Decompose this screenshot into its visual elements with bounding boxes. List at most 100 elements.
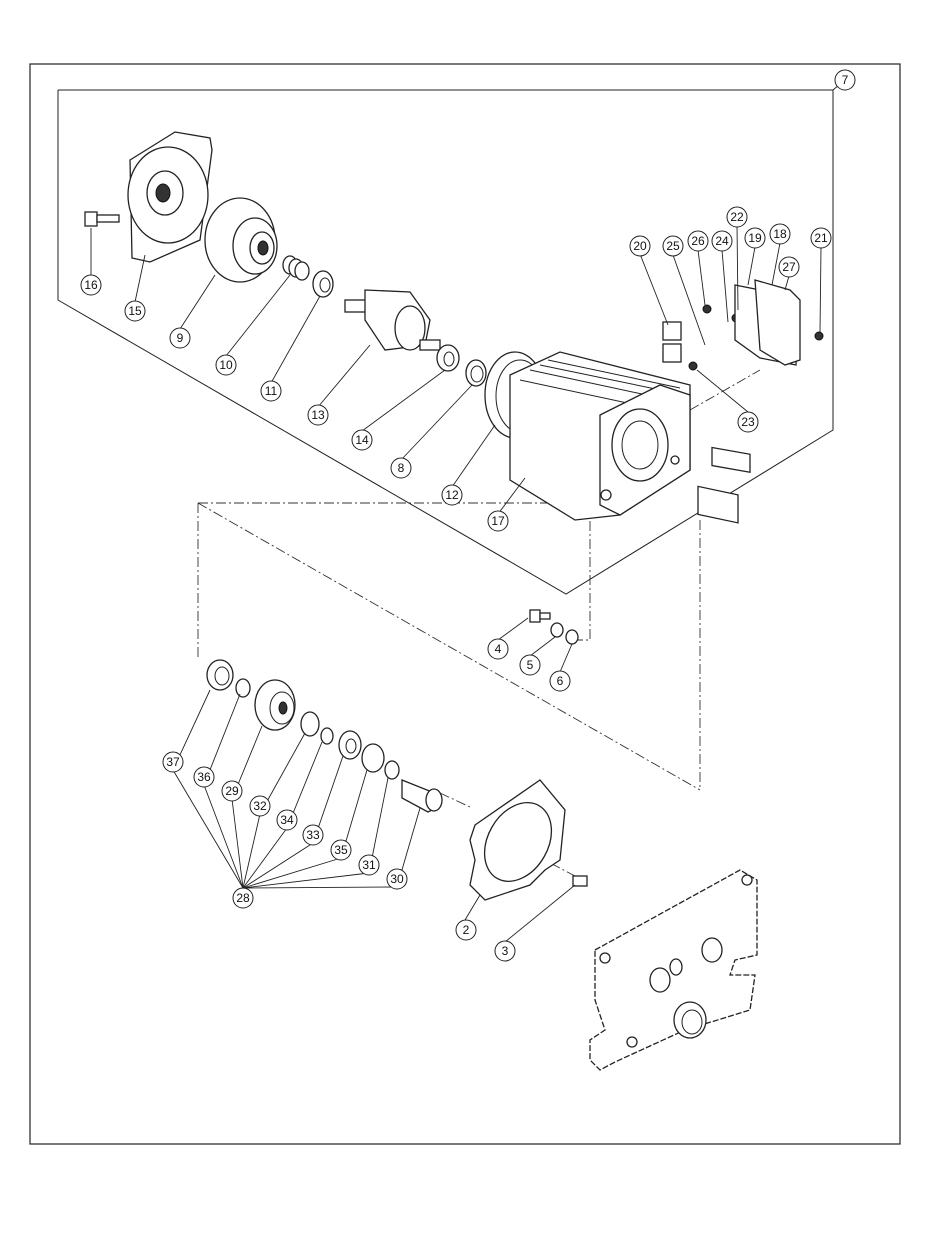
callout-2-label: 2 bbox=[463, 923, 470, 937]
spring-10 bbox=[283, 256, 309, 280]
callout-29: 29 bbox=[222, 781, 242, 801]
callout-8: 8 bbox=[391, 458, 411, 478]
bearing-11 bbox=[313, 271, 333, 297]
callout-37: 37 bbox=[163, 752, 183, 772]
callout-4-label: 4 bbox=[495, 642, 502, 656]
callout-14: 14 bbox=[352, 430, 372, 450]
callout-8-label: 8 bbox=[398, 461, 405, 475]
callout-34: 34 bbox=[277, 810, 297, 830]
callout-12: 12 bbox=[442, 485, 462, 505]
callout-11-label: 11 bbox=[265, 384, 278, 398]
washer-6 bbox=[566, 630, 578, 644]
callout-12-label: 12 bbox=[445, 488, 459, 502]
clip-36 bbox=[236, 679, 250, 697]
callout-10-label: 10 bbox=[219, 358, 233, 372]
callout-31-label: 31 bbox=[362, 858, 376, 872]
end-cover-15 bbox=[128, 132, 212, 262]
callout-35-label: 35 bbox=[334, 843, 348, 857]
callout-25: 25 bbox=[663, 236, 683, 256]
callout-21-label: 21 bbox=[814, 231, 828, 245]
callout-28: 28 bbox=[233, 888, 253, 908]
axis-line-h bbox=[690, 370, 760, 410]
callout-22: 22 bbox=[727, 207, 747, 227]
gasket-plate-2 bbox=[470, 780, 565, 900]
motor-housing-17 bbox=[510, 352, 690, 520]
callout-22-label: 22 bbox=[730, 210, 744, 224]
callout-25-label: 25 bbox=[666, 239, 680, 253]
axis-line-b bbox=[198, 503, 700, 790]
ring-35 bbox=[362, 744, 384, 772]
block-24 bbox=[712, 448, 750, 473]
axis-line-e bbox=[578, 503, 590, 640]
callout-23-label: 23 bbox=[741, 415, 755, 429]
pin-3 bbox=[573, 876, 587, 886]
callout-2: 2 bbox=[456, 920, 476, 940]
callout-19-label: 19 bbox=[748, 231, 762, 245]
callout-7-label: 7 bbox=[842, 73, 849, 87]
callout-33: 33 bbox=[303, 825, 323, 845]
leader-lines bbox=[91, 225, 821, 942]
axis-line-f bbox=[440, 793, 470, 807]
callout-35: 35 bbox=[331, 840, 351, 860]
screw-26 bbox=[703, 305, 711, 313]
callout-26-label: 26 bbox=[691, 234, 705, 248]
clip-34 bbox=[321, 728, 333, 744]
callout-16: 16 bbox=[81, 275, 101, 295]
callout-31: 31 bbox=[359, 855, 379, 875]
callout-3: 3 bbox=[495, 941, 515, 961]
callout-4: 4 bbox=[488, 639, 508, 659]
callout-9: 9 bbox=[170, 328, 190, 348]
callout-6: 6 bbox=[550, 671, 570, 691]
callout-20-label: 20 bbox=[633, 239, 647, 253]
callout-30-label: 30 bbox=[390, 872, 404, 886]
callout-21: 21 bbox=[811, 228, 831, 248]
callout-17-label: 17 bbox=[491, 514, 505, 528]
bearing-33 bbox=[339, 731, 361, 759]
callout-3-label: 3 bbox=[502, 944, 509, 958]
callout-15: 15 bbox=[125, 301, 145, 321]
ring-8 bbox=[466, 360, 486, 386]
callout-30: 30 bbox=[387, 869, 407, 889]
callout-28-label: 28 bbox=[236, 891, 250, 905]
callout-32: 32 bbox=[250, 796, 270, 816]
gear-29 bbox=[255, 680, 295, 730]
brake-disc-9 bbox=[205, 198, 277, 282]
callout-14-label: 14 bbox=[355, 433, 369, 447]
callout-29-label: 29 bbox=[225, 784, 239, 798]
callout-11: 11 bbox=[261, 381, 281, 401]
screw-23 bbox=[689, 362, 697, 370]
callout-18: 18 bbox=[770, 224, 790, 244]
callout-13: 13 bbox=[308, 405, 328, 425]
mounting-plate bbox=[590, 870, 757, 1070]
callout-15-label: 15 bbox=[128, 304, 142, 318]
bearing-32 bbox=[301, 712, 319, 736]
callout-32-label: 32 bbox=[253, 799, 267, 813]
callout-27: 27 bbox=[779, 257, 799, 277]
brush-holder-20 bbox=[663, 322, 681, 362]
callout-27-label: 27 bbox=[782, 260, 796, 274]
callout-24: 24 bbox=[712, 231, 732, 251]
callout-36-label: 36 bbox=[197, 770, 211, 784]
callout-33-label: 33 bbox=[306, 828, 320, 842]
callout-17: 17 bbox=[488, 511, 508, 531]
washer-5 bbox=[551, 623, 563, 637]
callout-7: 7 bbox=[835, 70, 855, 90]
bolt-16 bbox=[85, 212, 119, 226]
callout-37-label: 37 bbox=[166, 755, 180, 769]
callout-10: 10 bbox=[216, 355, 236, 375]
callout-34-label: 34 bbox=[280, 813, 294, 827]
callout-26: 26 bbox=[688, 231, 708, 251]
bolt-4 bbox=[530, 610, 550, 622]
bearing-14 bbox=[437, 345, 459, 371]
callout-24-label: 24 bbox=[715, 234, 729, 248]
screw-21 bbox=[815, 332, 823, 340]
callout-20: 20 bbox=[630, 236, 650, 256]
callout-9-label: 9 bbox=[177, 331, 184, 345]
bearing-37 bbox=[207, 660, 233, 690]
clip-31 bbox=[385, 761, 399, 779]
callout-19: 19 bbox=[745, 228, 765, 248]
shaft-30 bbox=[402, 780, 442, 812]
callout-23: 23 bbox=[738, 412, 758, 432]
callout-5-label: 5 bbox=[527, 658, 534, 672]
